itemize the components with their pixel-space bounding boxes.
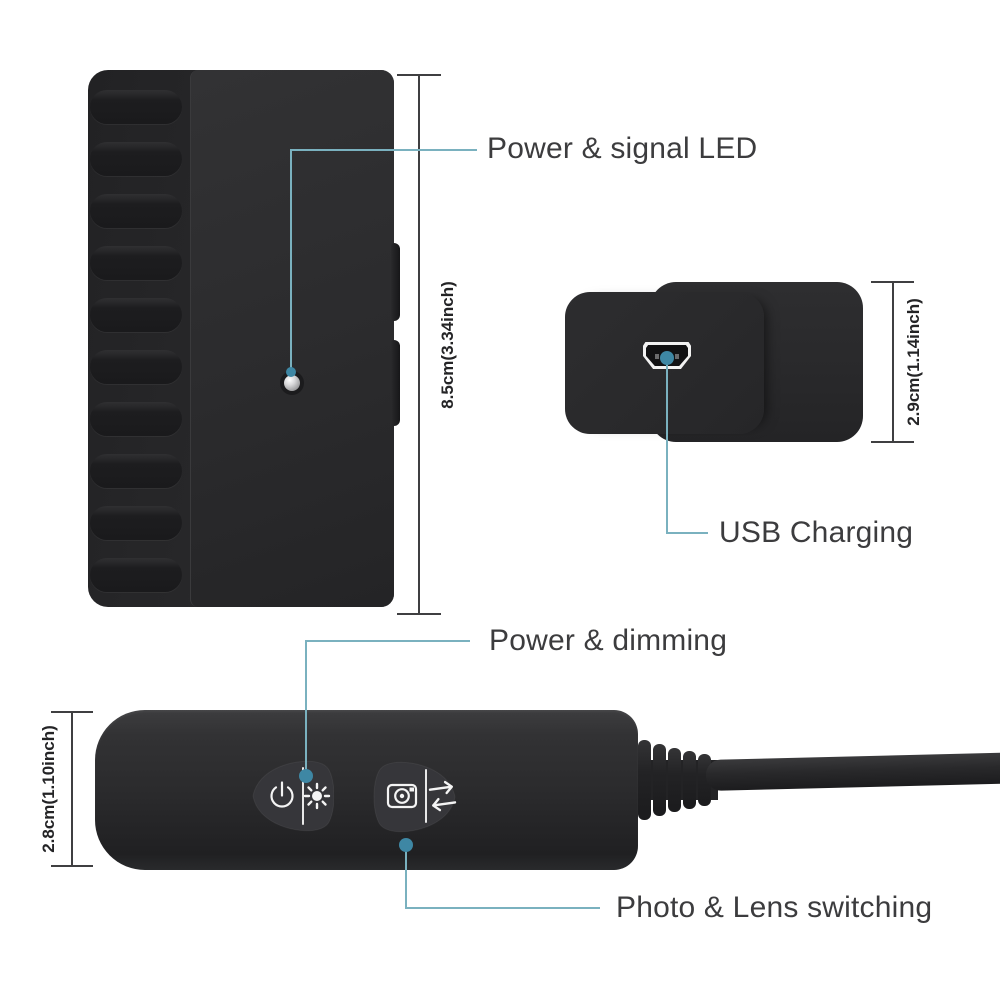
strain-relief-rib [653, 744, 666, 816]
dimension-cap [51, 865, 93, 867]
grip-rib [90, 298, 182, 332]
grip-rib [90, 402, 182, 436]
camera-icon [386, 783, 418, 809]
micro-usb-port-cavity [646, 345, 688, 366]
cable-strain-relief [638, 738, 718, 822]
grip-rib [90, 350, 182, 384]
grip-rib [90, 142, 182, 176]
wifi-box-device [88, 70, 400, 607]
photo-lens-button [373, 761, 457, 833]
dimension-cap [871, 441, 914, 443]
usb-pin [675, 354, 679, 359]
usb-pin [665, 354, 669, 359]
grip-rib [90, 194, 182, 228]
power-dimming-button [252, 760, 334, 832]
callout-label-photo-lens: Photo & Lens switching [616, 891, 933, 924]
power-icon [270, 781, 294, 808]
dimension-value: 2.9cm(1.14inch) [903, 298, 923, 426]
strain-relief-rib [683, 751, 696, 809]
dimension-handle-height: 2.8cm(1.10inch) [39, 711, 93, 867]
swap-arrows-icon [428, 780, 457, 812]
brightness-icon [303, 782, 331, 810]
button-shape [373, 761, 456, 833]
grip-rib [90, 246, 182, 280]
callout-label-led: Power & signal LED [487, 132, 758, 165]
dimension-value: 8.5cm(3.34inch) [438, 280, 457, 409]
dimension-line [891, 282, 894, 442]
dimension-value: 2.8cm(1.10inch) [39, 725, 58, 853]
handle-device [95, 710, 638, 870]
cable [705, 752, 1000, 791]
strain-relief-rib [668, 748, 681, 812]
dimension-cap [871, 281, 914, 283]
device-front-face [190, 70, 394, 607]
grip-rib [90, 506, 182, 540]
dimension-usb-charger-height: 2.9cm(1.14inch) [871, 281, 923, 443]
grip-rib [90, 90, 182, 124]
grip-rib [90, 558, 182, 592]
side-button-bottom [391, 340, 400, 426]
dimension-cap [397, 74, 441, 76]
dimension-cap [51, 711, 93, 713]
dimension-line [71, 712, 73, 866]
led-indicator [284, 375, 300, 391]
usb-pin [655, 354, 659, 359]
dimension-line [418, 75, 420, 614]
callout-label-usb: USB Charging [719, 516, 914, 549]
strain-relief-rib [638, 740, 651, 820]
dimension-main-device-height: 8.5cm(3.34inch) [397, 74, 457, 615]
micro-usb-port [643, 342, 691, 369]
grip-ribs [88, 70, 192, 607]
callout-label-power-dimming: Power & dimming [489, 624, 728, 657]
usb-charger-device [565, 282, 863, 443]
dimension-cap [397, 613, 441, 615]
grip-rib [90, 454, 182, 488]
